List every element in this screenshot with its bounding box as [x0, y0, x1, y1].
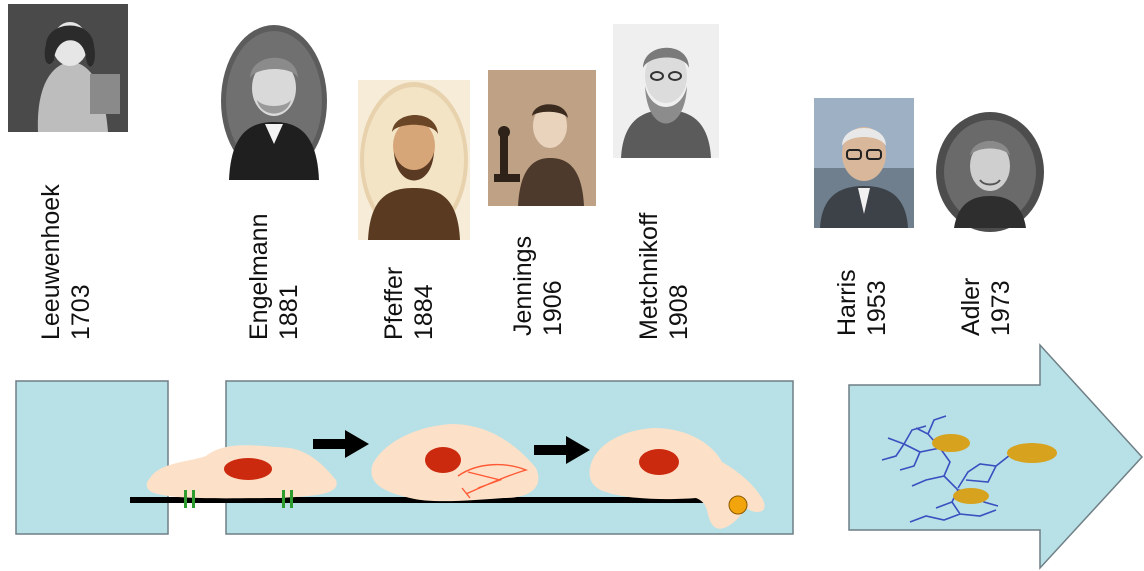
progress-arrow-2: [534, 436, 590, 464]
portrait-metchnikoff: [613, 24, 719, 158]
portrait-engelmann: [217, 22, 331, 180]
nucleus-1: [224, 458, 272, 480]
portrait-harris: [814, 98, 914, 228]
bacterium-3: [953, 488, 989, 504]
portrait-leeuwenhoek: [8, 4, 128, 132]
bacterium-1: [932, 434, 970, 452]
cell-3: [589, 428, 765, 529]
progress-arrow-1: [313, 430, 369, 458]
nucleus-3: [639, 449, 679, 475]
ruffle-lines: [457, 463, 529, 499]
portrait-jennings: [488, 70, 596, 206]
nucleus-2: [425, 447, 461, 473]
panel-arrow-right: [848, 343, 1144, 570]
portrait-adler: [934, 110, 1046, 234]
panel-left: [15, 380, 169, 535]
particle: [728, 495, 748, 515]
portrait-pfeffer: [358, 80, 470, 240]
adhesion-marks: [184, 490, 293, 508]
bacterium-2: [1007, 443, 1057, 463]
